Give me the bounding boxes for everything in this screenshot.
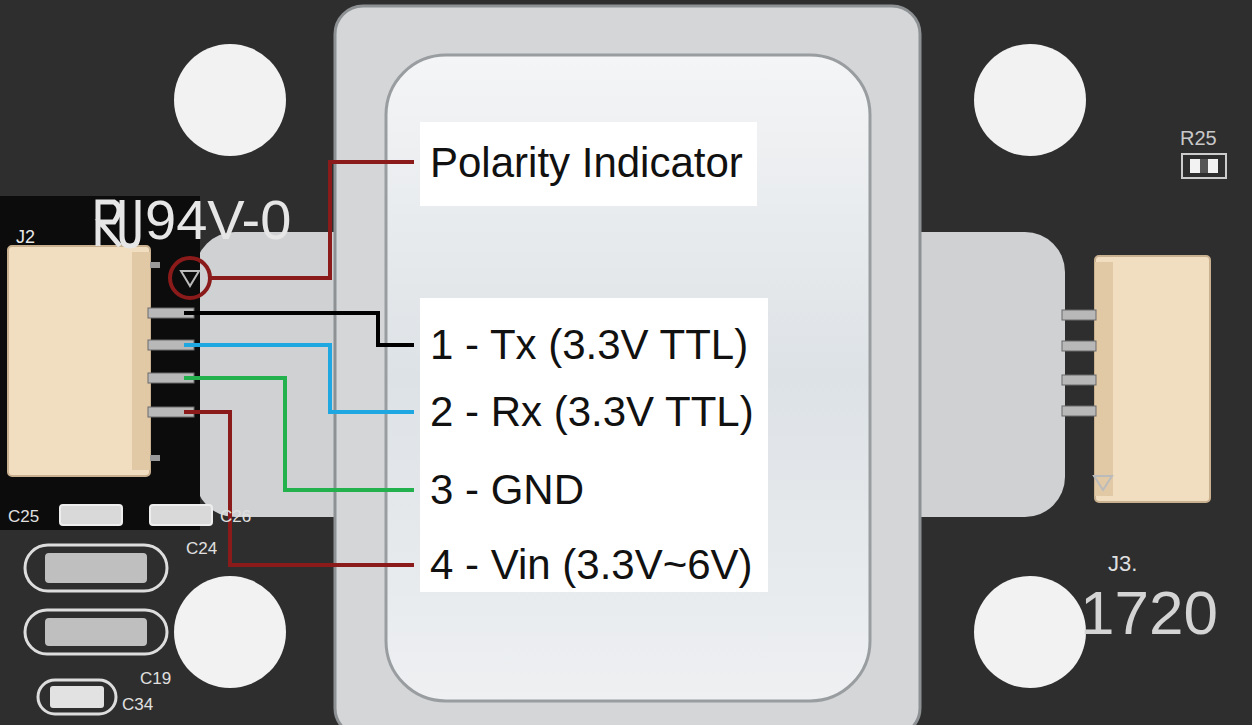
silkscreen-text: J3.: [1108, 553, 1137, 575]
leader-line: [184, 378, 414, 490]
callout-label: Polarity Indicator: [430, 138, 743, 188]
connector-housing: [132, 252, 150, 470]
connector-pin: [1062, 406, 1096, 416]
silkscreen-text: 1720: [1080, 582, 1218, 644]
connector-tab: [150, 262, 160, 268]
capacitor-symbol: [50, 686, 104, 708]
connector-tab: [150, 455, 160, 461]
mounting-hole: [974, 576, 1086, 688]
connector-housing: [8, 246, 150, 476]
silkscreen-text: J2: [16, 228, 35, 246]
mounting-hole: [974, 44, 1086, 156]
mounting-hole: [174, 44, 286, 156]
polarity-circle: [170, 258, 210, 298]
leader-line: [184, 412, 414, 565]
sensor-window: [386, 55, 870, 701]
connector-housing: [1095, 256, 1210, 502]
callout-box: 1 - Tx (3.3V TTL) 2 - Rx (3.3V TTL) 3 - GN…: [420, 298, 768, 592]
connector-pin: [1062, 310, 1096, 320]
mounting-hole: [174, 576, 286, 688]
polarity-triangle: [181, 271, 199, 286]
connector-pin: [1062, 375, 1096, 385]
connector-housing: [1095, 262, 1113, 496]
leader-line: [184, 313, 414, 345]
silkscreen-text: C24: [186, 540, 217, 557]
pin-label: 1 - Tx (3.3V TTL): [430, 320, 748, 370]
capacitor-symbol: [150, 505, 212, 525]
capacitor-symbol: [45, 553, 147, 583]
capacitor-symbol: [45, 618, 147, 646]
silkscreen-text: C25: [8, 508, 39, 525]
polarity-triangle: [1094, 476, 1112, 490]
metal-shield: [335, 6, 920, 725]
capacitor-outline: [38, 680, 116, 714]
silkscreen-text: R25: [1180, 128, 1217, 148]
capacitor-outline: [25, 545, 167, 591]
resistor-symbol: [1190, 159, 1218, 173]
pin-label: 3 - GND: [430, 465, 584, 515]
capacitor-outline: [25, 610, 167, 654]
resistor-symbol: [1200, 159, 1208, 173]
connector-pin: [1062, 341, 1096, 351]
capacitor-symbol: [60, 505, 122, 525]
silkscreen-text: C34: [122, 696, 153, 713]
pin-label: 4 - Vin (3.3V~6V): [430, 540, 753, 590]
callout-box: Polarity Indicator: [420, 122, 757, 206]
pin-label: 2 - Rx (3.3V TTL): [430, 387, 754, 437]
capacitor-group: [25, 505, 212, 714]
ul-logo: [98, 200, 138, 246]
resistor-outline: [1182, 154, 1226, 178]
silkscreen-text: C19: [140, 670, 171, 687]
silkscreen-text: C26: [220, 508, 251, 525]
silkscreen-text: 94V-0: [145, 192, 291, 248]
